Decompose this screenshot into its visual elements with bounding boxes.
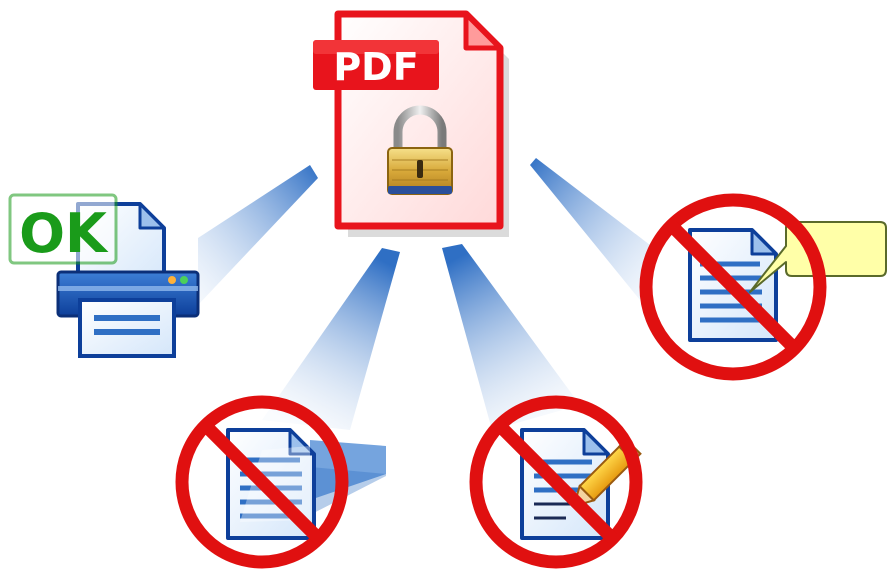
beam-to-copy bbox=[262, 248, 400, 430]
beam-to-edit bbox=[442, 244, 580, 430]
beam-to-annotate bbox=[530, 158, 650, 300]
prohibited-sign-icon bbox=[469, 395, 643, 569]
prohibited-sign-icon bbox=[639, 193, 827, 381]
printer-icon: OK bbox=[8, 193, 200, 358]
beam-to-printer bbox=[198, 165, 318, 305]
pdf-lock-icon: PDF bbox=[313, 10, 509, 237]
ok-badge-label: OK bbox=[19, 202, 109, 265]
pdf-badge bbox=[313, 40, 439, 90]
ok-badge: OK bbox=[8, 193, 118, 265]
pdf-page-fold bbox=[463, 11, 503, 51]
lock-icon bbox=[387, 105, 453, 195]
pdf-badge-label: PDF bbox=[333, 45, 418, 89]
prohibited-sign-icon bbox=[175, 395, 349, 569]
